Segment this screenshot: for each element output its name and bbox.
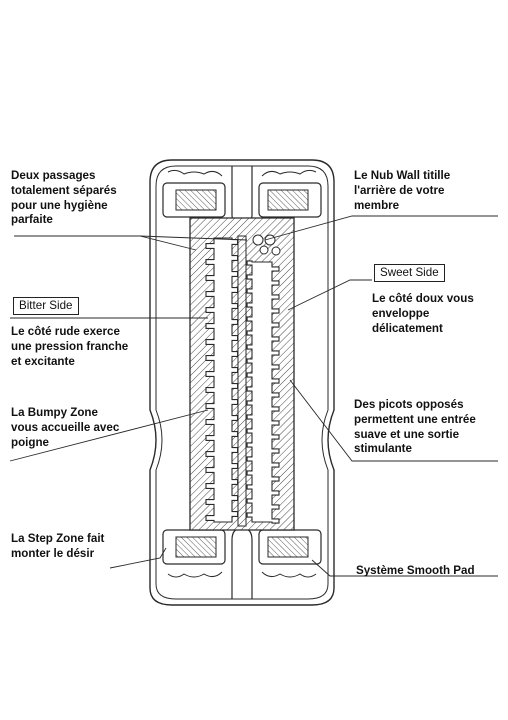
callout-text: Le Nub Wall titille <box>354 169 450 184</box>
bottom-right-cap <box>259 530 321 577</box>
callout-sweet-side: Le côté doux vous enveloppe délicatement <box>372 292 474 336</box>
callout-step-zone: La Step Zone fait monter le désir <box>11 532 104 562</box>
callout-text: permettent une entrée <box>354 413 476 428</box>
top-channel <box>232 166 252 225</box>
callout-text: pour une hygiène <box>11 199 117 214</box>
callout-smooth-pad: Système Smooth Pad <box>356 564 475 579</box>
callout-text: une pression franche <box>11 340 128 355</box>
top-right-cap <box>259 170 321 217</box>
callout-text: suave et une sortie <box>354 428 476 443</box>
center-wall <box>238 236 246 526</box>
callout-text: Le côté rude exerce <box>11 325 128 340</box>
callout-text: Des picots opposés <box>354 398 476 413</box>
callout-nub-wall: Le Nub Wall titille l'arrière de votre m… <box>354 169 450 213</box>
callout-text: La Bumpy Zone <box>11 406 119 421</box>
sweet-side-tag: Sweet Side <box>374 264 445 282</box>
top-left-cap <box>163 170 225 217</box>
callout-text: membre <box>354 199 450 214</box>
callout-text: Le côté doux vous <box>372 292 474 307</box>
bottom-channel <box>232 528 252 599</box>
bitter-side-tag: Bitter Side <box>13 297 79 315</box>
callout-bumpy-zone: La Bumpy Zone vous accueille avec poigne <box>11 406 119 450</box>
callout-picots: Des picots opposés permettent une entrée… <box>354 398 476 457</box>
callout-text: et excitante <box>11 355 128 370</box>
callout-text: enveloppe <box>372 307 474 322</box>
bottom-left-cap <box>163 530 225 577</box>
callout-text: poigne <box>11 436 119 451</box>
callout-text: monter le désir <box>11 547 104 562</box>
callout-text: Deux passages <box>11 169 117 184</box>
callout-text: stimulante <box>354 442 476 457</box>
callout-bitter-side: Le côté rude exerce une pression franche… <box>11 325 128 369</box>
callout-passages: Deux passages totalement séparés pour un… <box>11 169 117 228</box>
callout-text: parfaite <box>11 213 117 228</box>
callout-text: délicatement <box>372 322 474 337</box>
callout-text: vous accueille avec <box>11 421 119 436</box>
callout-text: Système Smooth Pad <box>356 564 475 579</box>
callout-text: totalement séparés <box>11 184 117 199</box>
callout-text: l'arrière de votre <box>354 184 450 199</box>
callout-text: La Step Zone fait <box>11 532 104 547</box>
